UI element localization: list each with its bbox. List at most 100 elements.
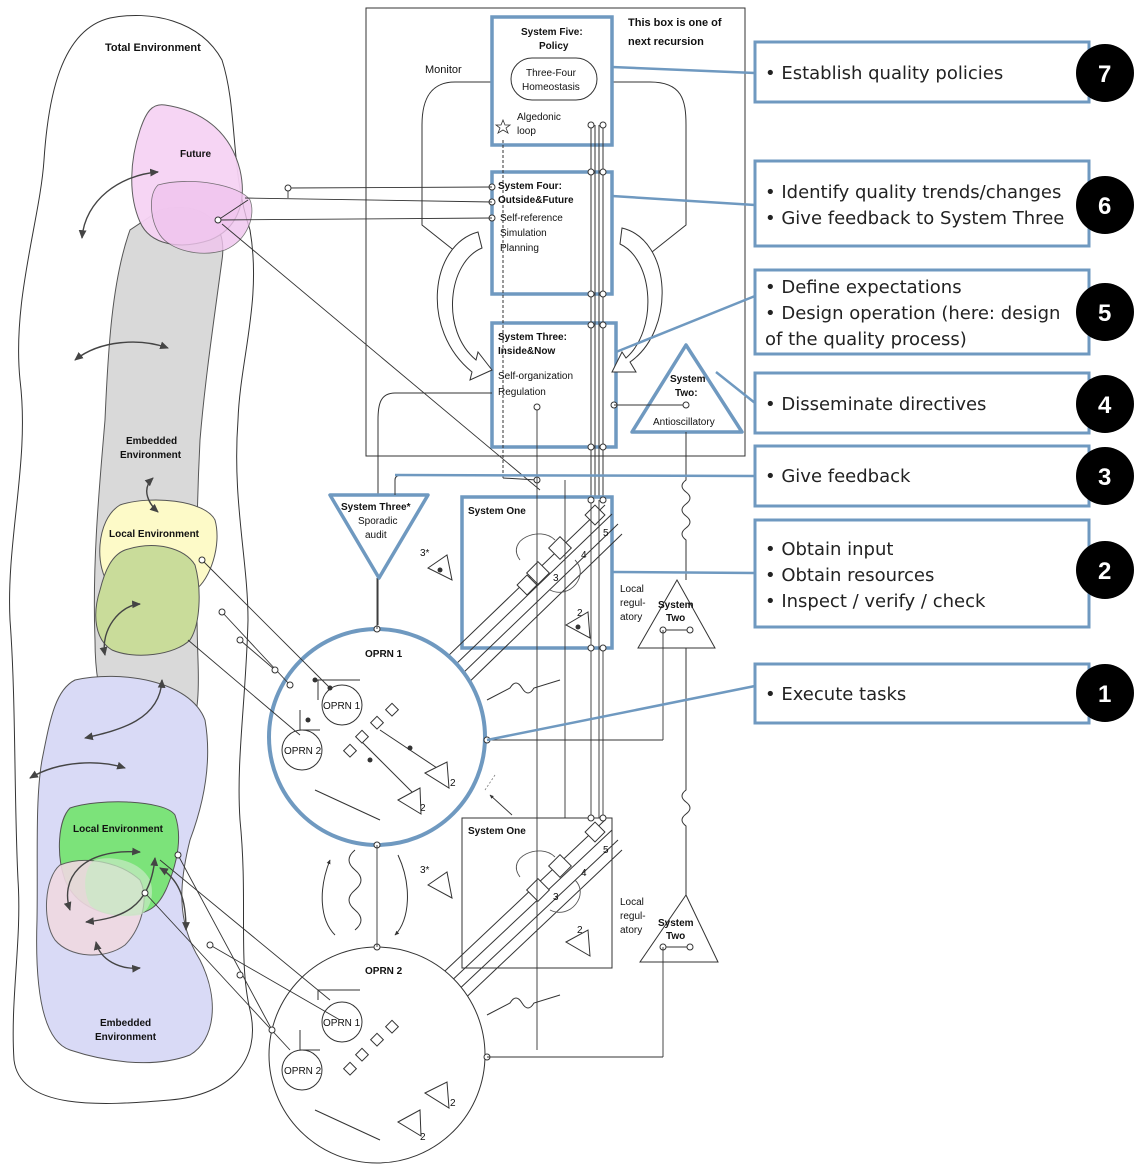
callout-2-line-2: • Obtain resources [765, 565, 934, 586]
recursion-note-line-1: This box is one of [628, 17, 722, 29]
system-two-meta-title-1: System [670, 374, 706, 385]
future-inner-shape [151, 181, 253, 254]
label-2-oprn2-a: 2 [450, 1098, 456, 1109]
algedonic-line-2: loop [517, 126, 536, 137]
homeostasis-ellipse [510, 57, 598, 101]
environment-to-operation-links [144, 559, 341, 1051]
system-three-item-2: Regulation [498, 387, 546, 398]
badge-1-label: 1 [1098, 681, 1111, 708]
badge-2 [1076, 541, 1134, 599]
vertical-channels [502, 125, 604, 500]
callout-2-line-1: • Obtain input [765, 539, 893, 560]
badge-6 [1076, 176, 1134, 234]
label-3star-top: 3* [420, 548, 430, 559]
homeostasis-line-2: Homeostasis [522, 82, 580, 93]
callout-3-box [753, 444, 1091, 508]
badge-5 [1076, 283, 1134, 341]
label-2-top: 2 [577, 608, 583, 619]
label-3star-bottom: 3* [420, 865, 430, 876]
badge-4 [1076, 375, 1134, 433]
squiggle-between-circles [348, 849, 362, 931]
label-4-bottom: 4 [581, 868, 587, 879]
callout-2-box [753, 518, 1091, 629]
badge-3 [1076, 447, 1134, 505]
label-2-oprn2-b: 2 [420, 1132, 426, 1143]
metasystem-box [365, 7, 746, 457]
metasystem-group: This box is one of next recursion Monito… [214, 7, 746, 625]
system-two-meta-title-2: Two: [675, 388, 698, 399]
callouts-group: • Establish quality policies 7 • Identif… [394, 40, 1134, 742]
algedonic-line-1: Algedonic [517, 112, 561, 123]
oprn-1-small-top: OPRN 1 [323, 701, 361, 712]
system-four-title-2: Outside&Future [498, 195, 574, 206]
local-regulatory-bottom-3: atory [620, 925, 642, 936]
oprn-2-circle-group: OPRN 2 OPRN 1 OPRN 2 2 2 [268, 946, 486, 1164]
label-3-top: 3 [553, 573, 559, 584]
loop-arrow-left [436, 231, 493, 381]
system-three-star-group: System Three* Sporadic audit [328, 474, 541, 580]
loop-arrow-right [611, 227, 663, 373]
local-regulatory-top-3: atory [620, 612, 642, 623]
system-three-star-sub-1: Sporadic [358, 516, 397, 527]
total-environment-label: Total Environment [105, 42, 201, 54]
system-two-local-top-triangle [637, 578, 716, 649]
future-center-dot [214, 216, 222, 224]
future-link-dot [284, 184, 292, 192]
callout-7-box [753, 40, 1091, 104]
system-two-local-bottom-2: Two [666, 931, 685, 942]
system-two-local-bottom-1: System [658, 918, 694, 929]
regulation-link [377, 392, 492, 625]
embedded-environment-top-label-2: Environment [120, 450, 182, 461]
three-star-link [394, 474, 500, 495]
monitor-label: Monitor [425, 64, 462, 76]
callout-3-line-1: • Give feedback [765, 466, 911, 487]
callout-5-line-3: of the quality process) [765, 329, 967, 350]
callout-4-line-1: • Disseminate directives [765, 394, 986, 415]
squiggle-mid [681, 648, 691, 895]
system-three-item-1: Self-organization [498, 371, 573, 382]
system-three-title-1: System Three: [498, 332, 567, 343]
callout-7-line-1: • Establish quality policies [765, 63, 1003, 84]
small-arrow [489, 794, 513, 816]
future-label: Future [180, 149, 212, 160]
system-three-title-2: Inside&Now [498, 346, 555, 357]
operation-vertical-links [376, 410, 664, 1058]
system-three-star-sub-2: audit [365, 530, 387, 541]
algedonic-star-icon [494, 118, 512, 134]
vertical-junction-dots [587, 496, 607, 822]
callout-4-box [753, 371, 1091, 435]
system-two-local-top-1: System [658, 600, 694, 611]
oprn-1-circle-group: OPRN 1 OPRN 1 OPRN 2 2 2 [267, 627, 487, 847]
label-3-bottom: 3 [553, 892, 559, 903]
system-two-local-top-2: Two [666, 613, 685, 624]
system-five-title-1: System Five: [521, 27, 583, 38]
system-four-title-1: System Four: [498, 181, 562, 192]
three-star-link-2 [502, 477, 538, 481]
badge-6-label: 6 [1098, 193, 1111, 220]
callout-6-line-2: • Give feedback to System Three [765, 208, 1064, 229]
channel-junction-dots [488, 121, 618, 451]
callout-5-line-1: • Define expectations [765, 277, 962, 298]
curved-arrow-left [321, 859, 336, 936]
label-2-oprn1-b: 2 [420, 803, 426, 814]
system-four-item-2: Simulation [500, 228, 547, 239]
callout-2-line-3: • Inspect / verify / check [765, 591, 986, 612]
environment-group: Total Environment Future Embedded Enviro… [9, 15, 255, 1104]
badge-5-label: 5 [1098, 300, 1111, 327]
oprn-2-big-label: OPRN 2 [365, 966, 403, 977]
system-five-title-2: Policy [539, 41, 569, 52]
system-two-meta-triangle [630, 343, 744, 434]
label-2-oprn1-a: 2 [450, 778, 456, 789]
local-regulatory-top-2: regul- [620, 598, 646, 609]
oprn-1-big-label: OPRN 1 [365, 649, 403, 660]
badge-4-label: 4 [1098, 392, 1112, 419]
embedded-environment-bottom-label-1: Embedded [100, 1018, 151, 1029]
oprn-2-small-top: OPRN 2 [284, 746, 322, 757]
system-one-label-bottom: System One [468, 826, 526, 837]
system-one-label-top: System One [468, 506, 526, 517]
system-four-item-1: Self-reference [500, 213, 563, 224]
squiggle-oprn1 [486, 679, 561, 701]
callout-5-box [753, 268, 1091, 356]
label-5-top: 5 [603, 528, 609, 539]
